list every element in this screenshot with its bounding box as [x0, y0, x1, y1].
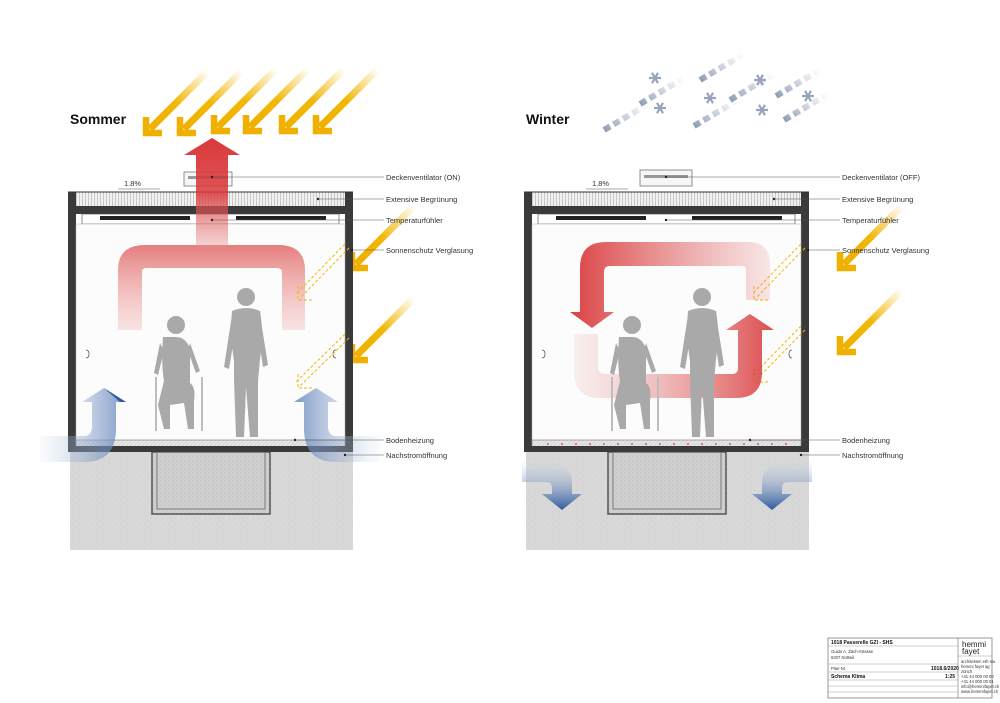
office-line: +41 44 000 00 01 — [961, 679, 994, 684]
summer-label-green-roof: Extensive Begrünung — [386, 195, 457, 204]
summer-label-shading: Sonnenschutz Verglasung — [386, 246, 473, 255]
summer-warm-air-loop — [118, 245, 305, 330]
office-line: hemmi fayet ag — [961, 664, 990, 669]
title-block-plan-no: 1018.6/2020 — [931, 666, 959, 672]
winter-snow — [604, 54, 828, 130]
winter-right-wall — [801, 192, 809, 450]
winter-panel: Winter — [522, 54, 929, 550]
winter-label-floor-heating: Bodenheizung — [842, 436, 890, 445]
office-line: info@hemmifayet.ch — [961, 684, 1000, 689]
summer-panel: Sommer 1.8% — [40, 69, 473, 550]
winter-sun-rays — [840, 206, 902, 352]
summer-label-vent-opening: Nachstromöffnung — [386, 451, 447, 460]
title-block-address-1: Guido A. Zäch-Strasse — [831, 649, 874, 654]
summer-slope-label: 1.8% — [124, 179, 141, 188]
summer-left-wall — [68, 192, 76, 450]
title-block-project: 1018 Passerelle GZI - SHS — [831, 640, 893, 646]
winter-green-roof — [532, 192, 801, 206]
winter-label-sensor: Temperaturfühler — [842, 216, 899, 225]
winter-label-vent-opening: Nachstromöffnung — [842, 451, 903, 460]
office-line: zürich — [961, 669, 973, 674]
winter-label-shading: Sonnenschutz Verglasung — [842, 246, 929, 255]
summer-warm-air-exhaust — [184, 138, 240, 248]
office-address: architekten eth sia hemmi fayet ag züric… — [961, 659, 1000, 694]
title-block-plan-title: Schema Klima — [831, 674, 865, 680]
winter-label-green-roof: Extensive Begrünung — [842, 195, 913, 204]
summer-cool-air-inlet-left — [40, 388, 126, 462]
winter-label-fan: Deckenventilator (OFF) — [842, 173, 920, 182]
summer-label-fan: Deckenventilator (ON) — [386, 173, 461, 182]
winter-title: Winter — [526, 111, 570, 127]
winter-cool-air-left — [522, 462, 582, 510]
winter-slope-label: 1.8% — [592, 179, 609, 188]
office-line: +41 44 000 00 00 — [961, 674, 994, 679]
office-line: www.hemmifayet.ch — [961, 689, 999, 694]
summer-label-sensor: Temperaturfühler — [386, 216, 443, 225]
title-block: 1018 Passerelle GZI - SHS Guido A. Zäch-… — [827, 637, 1000, 699]
office-logo-line-2: fayet — [962, 647, 980, 656]
title-block-address-2: 6207 Nottwil — [831, 655, 854, 660]
summer-cool-air-inlet-right — [294, 388, 380, 462]
summer-right-wall — [345, 192, 353, 450]
summer-title: Sommer — [70, 111, 127, 127]
office-line: architekten eth sia — [961, 659, 996, 664]
office-logo-line-1: hemmi — [962, 640, 986, 649]
winter-cool-air-right — [752, 462, 812, 510]
winter-air-loop-top — [570, 242, 770, 328]
winter-left-wall — [524, 192, 532, 450]
summer-label-floor-heating: Bodenheizung — [386, 436, 434, 445]
title-block-plan-no-label: Plan-Nr. — [831, 666, 846, 671]
title-block-scale: 1:25 — [945, 674, 955, 680]
